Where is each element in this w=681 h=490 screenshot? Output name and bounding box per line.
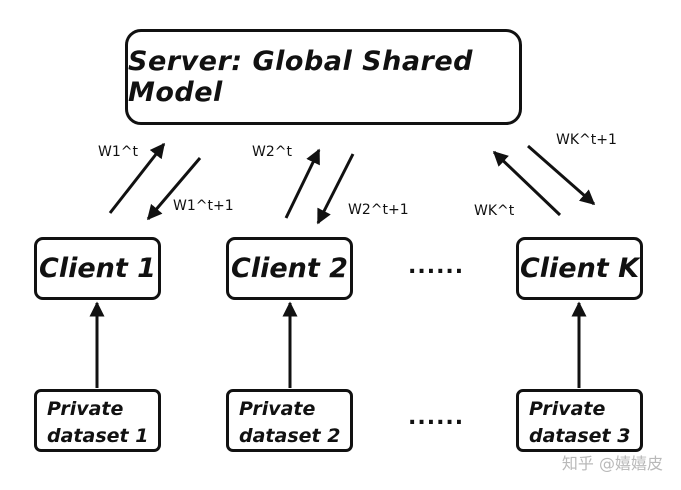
client-2-box: Client 2 <box>226 237 353 300</box>
dataset-3-line1: Private <box>529 398 606 420</box>
dataset-3-box: Private dataset 3 <box>516 389 643 452</box>
clientk-upload-label: WK^t <box>474 203 515 219</box>
dataset-1-box: Private dataset 1 <box>34 389 161 452</box>
clients-ellipsis: ...... <box>408 254 465 279</box>
clientk-download-label: WK^t+1 <box>556 132 617 148</box>
server-box: Server: Global Shared Model <box>125 29 522 125</box>
client1-upload-label: W1^t <box>98 144 138 160</box>
dataset-2-line2: dataset 2 <box>239 425 341 447</box>
dataset-3-line2: dataset 3 <box>529 425 631 447</box>
client-1-label: Client 1 <box>39 253 156 284</box>
watermark: 知乎 @嬉嬉皮 <box>561 454 663 473</box>
client-2-label: Client 2 <box>231 253 348 284</box>
server-label: Server: Global Shared Model <box>128 46 474 108</box>
client-k-box: Client K <box>516 237 643 300</box>
arrow-server-to-client1 <box>146 157 202 221</box>
client1-download-label: W1^t+1 <box>173 198 234 214</box>
dataset-2-line1: Private <box>239 398 316 420</box>
arrow-client1-to-server <box>108 142 166 214</box>
client2-upload-label: W2^t <box>252 144 292 160</box>
dataset-1-line2: dataset 1 <box>47 425 149 447</box>
arrow-server-to-client2 <box>316 153 355 225</box>
client2-download-label: W2^t+1 <box>348 202 409 218</box>
datasets-ellipsis: ...... <box>408 405 465 430</box>
dataset-2-box: Private dataset 2 <box>226 389 353 452</box>
arrow-server-to-clientk <box>527 144 596 206</box>
arrow-client2-to-server <box>284 148 321 219</box>
arrow-clientk-to-server <box>492 150 562 217</box>
client-k-label: Client K <box>519 253 640 284</box>
dataset-1-line1: Private <box>47 398 124 420</box>
client-1-box: Client 1 <box>34 237 161 300</box>
